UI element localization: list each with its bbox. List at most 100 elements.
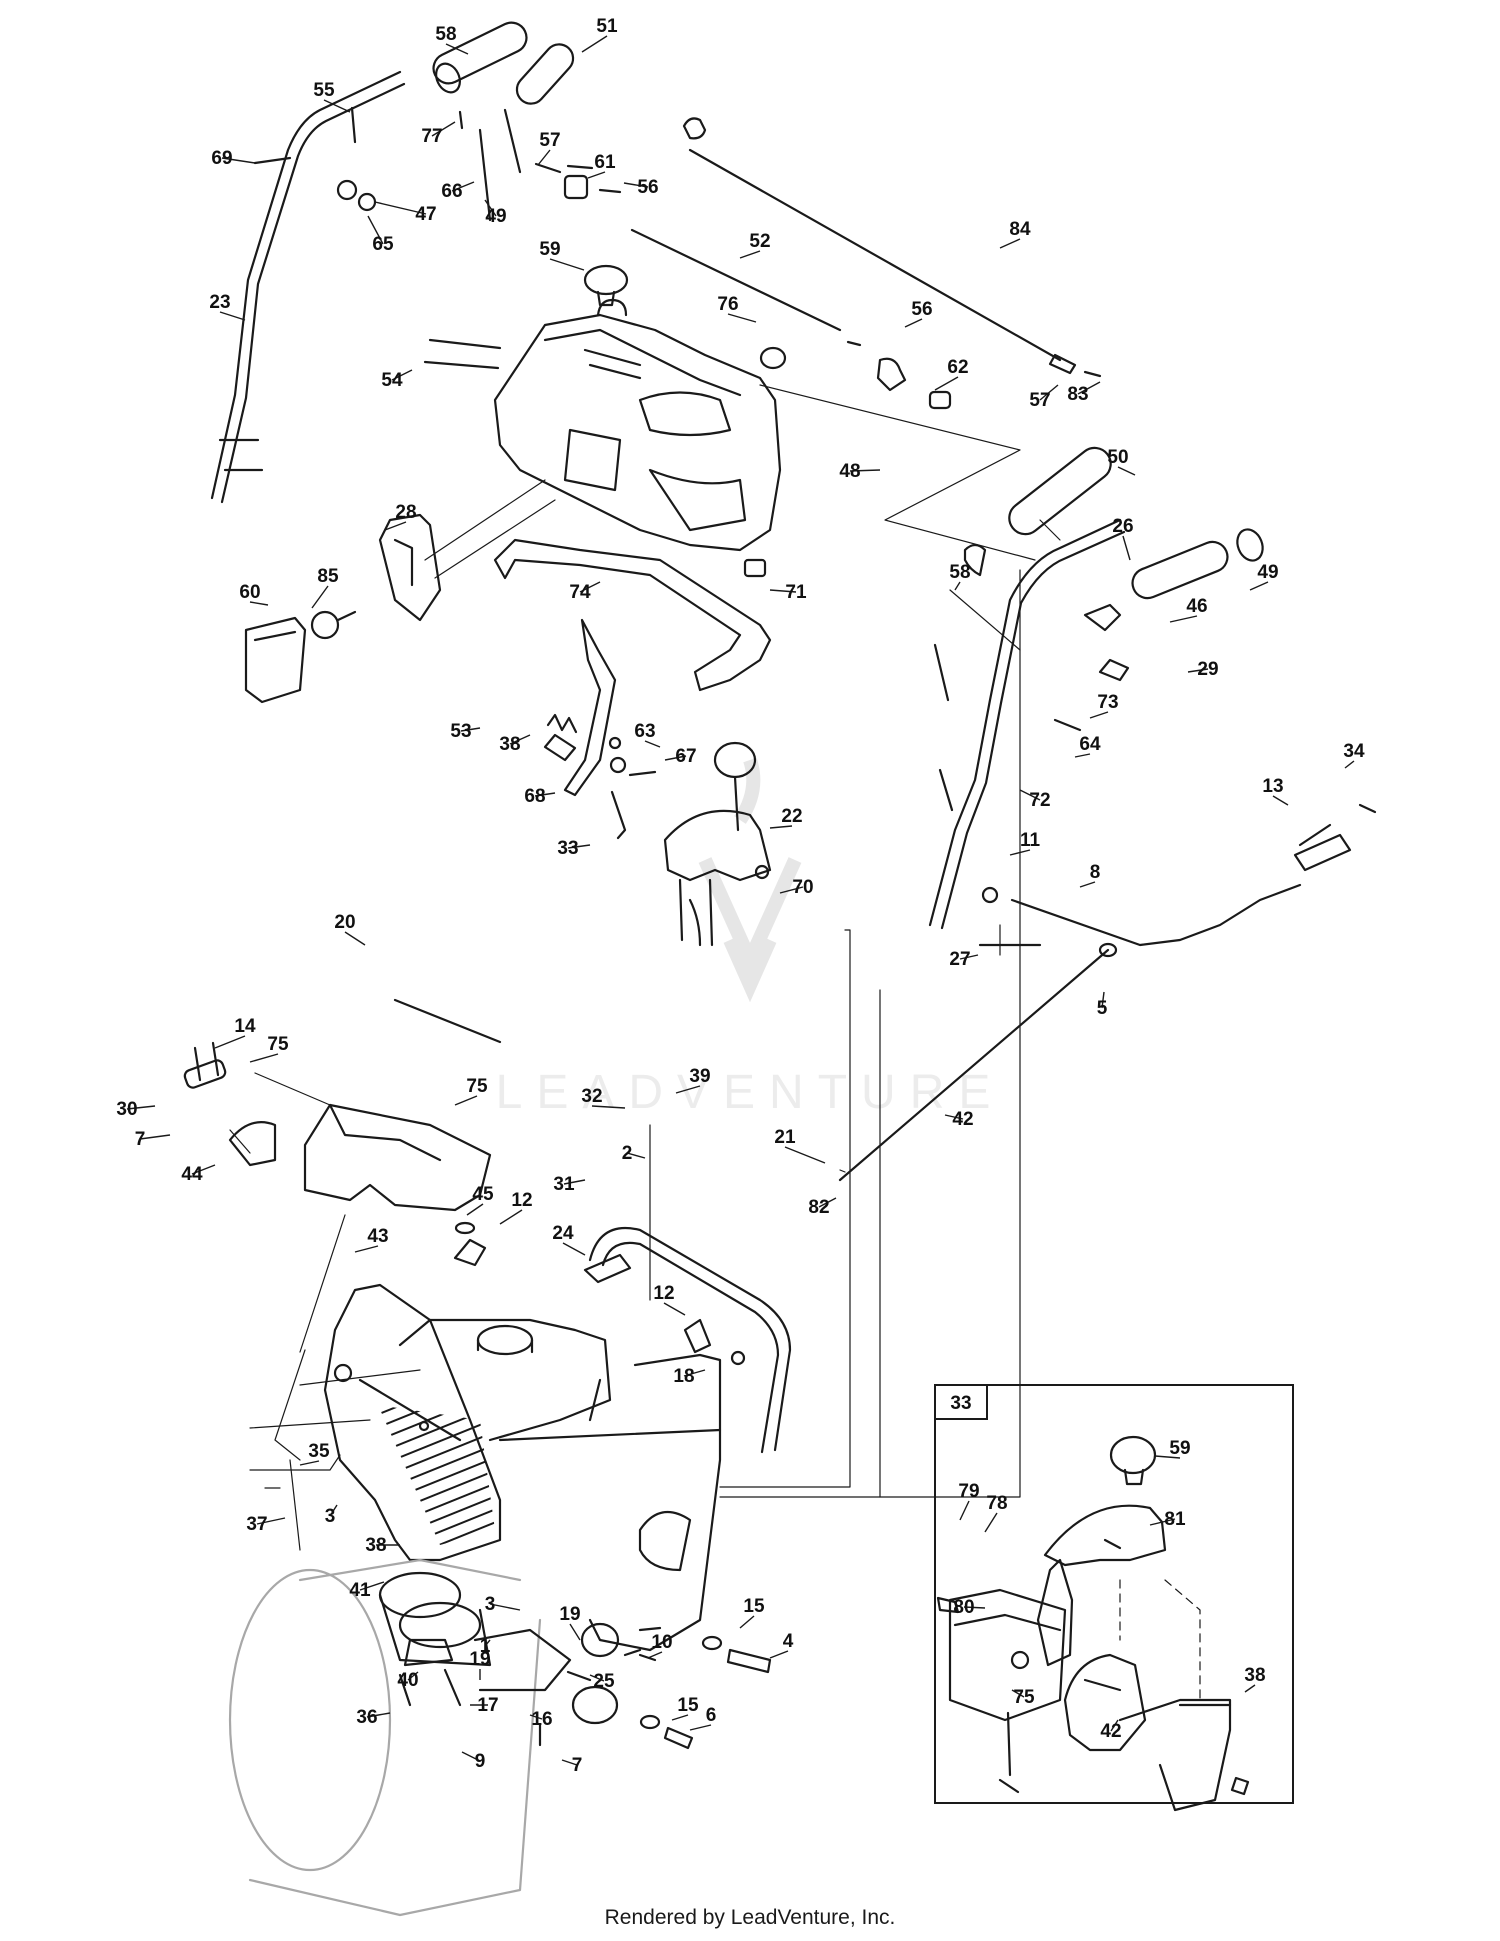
leader-line-57 — [537, 149, 551, 166]
leader-line-30 — [126, 1105, 156, 1110]
leader-line-48 — [849, 469, 881, 472]
callout-59: 59 — [1169, 1438, 1190, 1459]
callout-19: 19 — [559, 1604, 580, 1625]
leader-line-68 — [534, 792, 556, 797]
callout-5: 5 — [1097, 998, 1108, 1019]
callout-74: 74 — [569, 582, 591, 603]
leader-line-49 — [1249, 581, 1269, 591]
leader-line-52 — [739, 250, 761, 259]
callout-38: 38 — [499, 734, 520, 755]
callout-27: 27 — [949, 949, 970, 970]
callout-15: 15 — [743, 1596, 765, 1617]
grip-51 — [515, 43, 575, 105]
watermark — [698, 757, 802, 1003]
leader-line-39 — [675, 1085, 701, 1094]
callout-26: 26 — [1112, 516, 1133, 537]
leader-line-27 — [959, 954, 979, 960]
callout-47: 47 — [415, 204, 436, 225]
leader-line-11 — [1009, 849, 1031, 856]
callout-18: 18 — [673, 1366, 694, 1387]
leader-line-56 — [904, 318, 923, 328]
leader-line-42 — [1110, 1719, 1119, 1732]
callout-83: 83 — [1067, 384, 1088, 405]
watermark-text: LEADVENTURE — [496, 1066, 1005, 1119]
callout-71: 71 — [785, 582, 807, 603]
leader-line-41 — [359, 1581, 385, 1591]
leader-line-15 — [739, 1615, 755, 1629]
callout-63: 63 — [634, 721, 655, 742]
leader-line-23 — [219, 311, 246, 321]
leader-line-42 — [944, 1114, 964, 1120]
lever-72 — [563, 618, 617, 797]
callout-75: 75 — [1013, 1687, 1035, 1708]
leader-line-7 — [561, 1759, 578, 1766]
leader-line-10 — [647, 1651, 663, 1659]
leader-line-75 — [249, 1053, 279, 1063]
callout-80: 80 — [953, 1597, 974, 1618]
leader-line-40 — [407, 1671, 419, 1681]
bracket-71 — [493, 538, 772, 692]
leader-line-45 — [466, 1203, 484, 1216]
callout-61: 61 — [594, 152, 616, 173]
leader-line-9 — [461, 1751, 481, 1762]
callout-60: 60 — [239, 582, 260, 603]
leader-line-72 — [1019, 789, 1041, 801]
leader-line-19 — [569, 1623, 581, 1641]
callout-1: 1 — [480, 1636, 491, 1657]
grip-50 — [1008, 446, 1112, 536]
rod-20 — [1010, 883, 1302, 947]
leader-line-59 — [549, 258, 585, 271]
callout-23: 23 — [209, 292, 230, 313]
callout-24: 24 — [552, 1223, 574, 1244]
leader-line-26 — [1122, 535, 1131, 561]
callout-68: 68 — [524, 786, 545, 807]
callout-49: 49 — [485, 206, 506, 227]
callout-62: 62 — [947, 357, 968, 378]
callout-13: 13 — [1262, 776, 1283, 797]
upper-handle-right — [928, 518, 1126, 930]
callout-66: 66 — [441, 181, 462, 202]
callout-12: 12 — [653, 1283, 674, 1304]
callout-78: 78 — [986, 1493, 1007, 1514]
leader-line-77 — [431, 121, 456, 137]
leader-line-6 — [689, 1724, 712, 1731]
lamp-73 — [244, 616, 307, 704]
callout-30: 30 — [116, 1099, 137, 1120]
deflector-39 — [303, 1103, 492, 1212]
leader-line-25 — [589, 1674, 605, 1682]
leader-line-36 — [366, 1712, 391, 1718]
leader-line-74 — [579, 581, 601, 593]
callout-34: 34 — [1343, 741, 1365, 762]
callout-21: 21 — [774, 1127, 796, 1148]
leader-line-67 — [664, 755, 687, 761]
callout-37: 37 — [246, 1514, 267, 1535]
callout-56: 56 — [637, 177, 658, 198]
callout-20: 20 — [334, 912, 355, 933]
leader-line-71 — [769, 589, 797, 593]
leader-line-60 — [249, 601, 269, 606]
leader-line-18 — [683, 1369, 706, 1377]
callout-46: 46 — [1186, 596, 1207, 617]
callout-17: 17 — [477, 1695, 498, 1716]
inset-parts — [936, 1435, 1250, 1812]
grip-58-right — [1131, 540, 1229, 600]
callout-40: 40 — [397, 1670, 418, 1691]
leader-line-61 — [587, 171, 606, 179]
leader-line-81 — [1149, 1518, 1176, 1526]
callout-48: 48 — [839, 461, 860, 482]
callout-36: 36 — [356, 1707, 377, 1728]
leader-line-35 — [299, 1460, 320, 1466]
leader-line-38 — [509, 734, 531, 745]
callout-55: 55 — [313, 80, 335, 101]
chute — [323, 1283, 502, 1562]
callout-42: 42 — [952, 1109, 973, 1130]
leader-line-37 — [256, 1517, 286, 1525]
callout-4: 4 — [783, 1631, 794, 1652]
leader-line-53 — [460, 727, 481, 732]
callout-42: 42 — [1100, 1721, 1121, 1742]
leader-line-8 — [1079, 881, 1096, 888]
leader-line-50 — [1117, 466, 1136, 476]
callout-54: 54 — [381, 370, 403, 391]
callout-3: 3 — [325, 1506, 336, 1527]
